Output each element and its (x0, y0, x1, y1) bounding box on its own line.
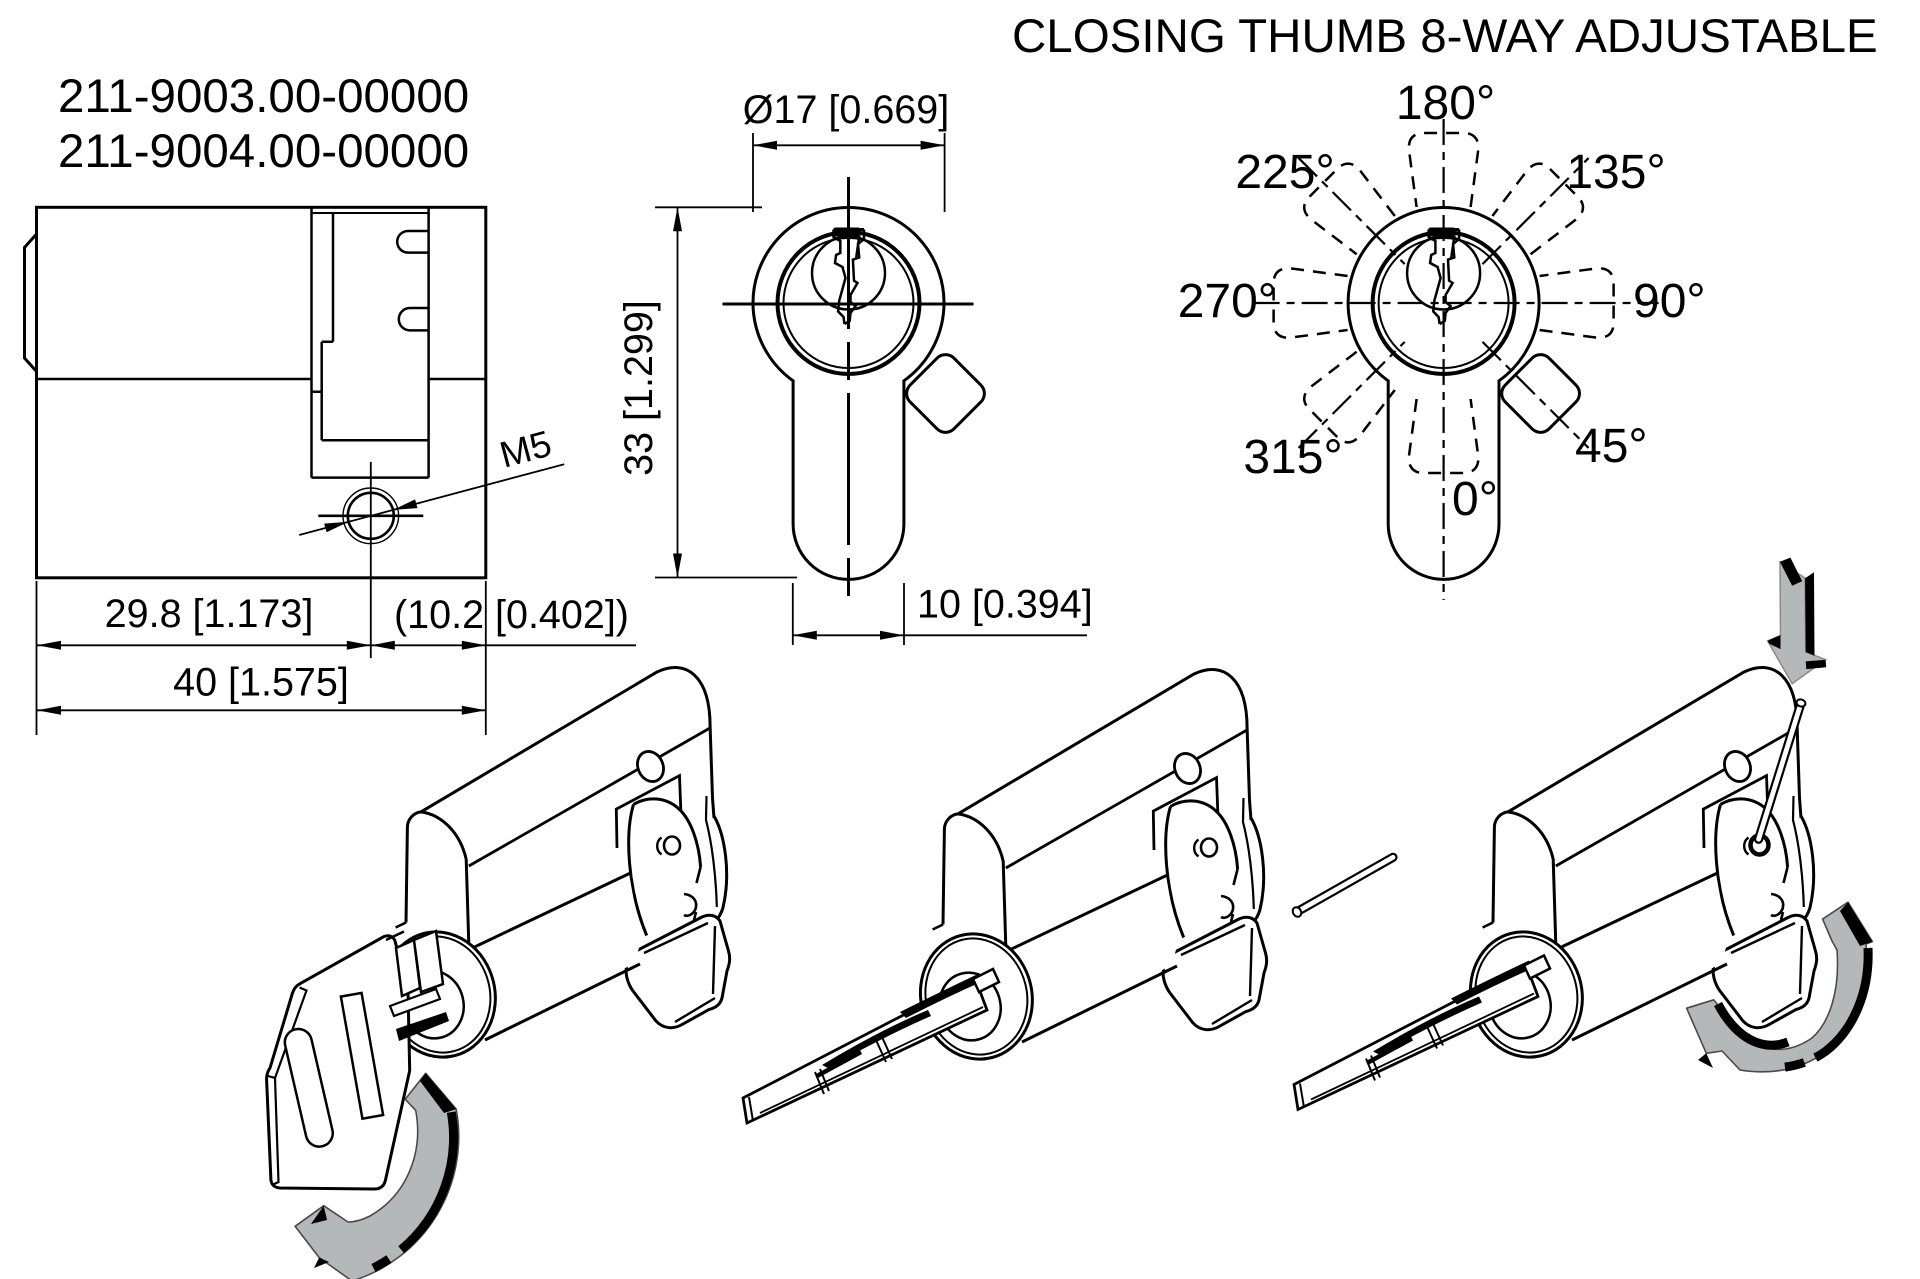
svg-text:CLOSING THUMB 8-WAY ADJUSTABLE: CLOSING THUMB 8-WAY ADJUSTABLE (1012, 10, 1878, 63)
svg-text:40 [1.575]: 40 [1.575] (173, 661, 349, 705)
svg-text:225°: 225° (1235, 146, 1334, 199)
svg-text:(10.2 [0.402]): (10.2 [0.402]) (394, 593, 629, 637)
svg-text:10 [0.394]: 10 [0.394] (917, 583, 1093, 627)
svg-text:211-9003.00-00000: 211-9003.00-00000 (58, 70, 469, 123)
svg-text:180°: 180° (1396, 77, 1495, 130)
svg-text:Ø17 [0.669]: Ø17 [0.669] (743, 88, 949, 132)
svg-text:315°: 315° (1243, 431, 1342, 484)
svg-text:135°: 135° (1566, 146, 1665, 199)
svg-text:45°: 45° (1575, 420, 1648, 473)
svg-text:33 [1.299]: 33 [1.299] (617, 300, 661, 476)
svg-text:211-9004.00-00000: 211-9004.00-00000 (58, 125, 469, 178)
svg-text:90°: 90° (1633, 275, 1706, 328)
svg-text:270°: 270° (1178, 275, 1277, 328)
svg-text:0°: 0° (1452, 473, 1498, 526)
svg-text:29.8 [1.173]: 29.8 [1.173] (105, 592, 314, 636)
